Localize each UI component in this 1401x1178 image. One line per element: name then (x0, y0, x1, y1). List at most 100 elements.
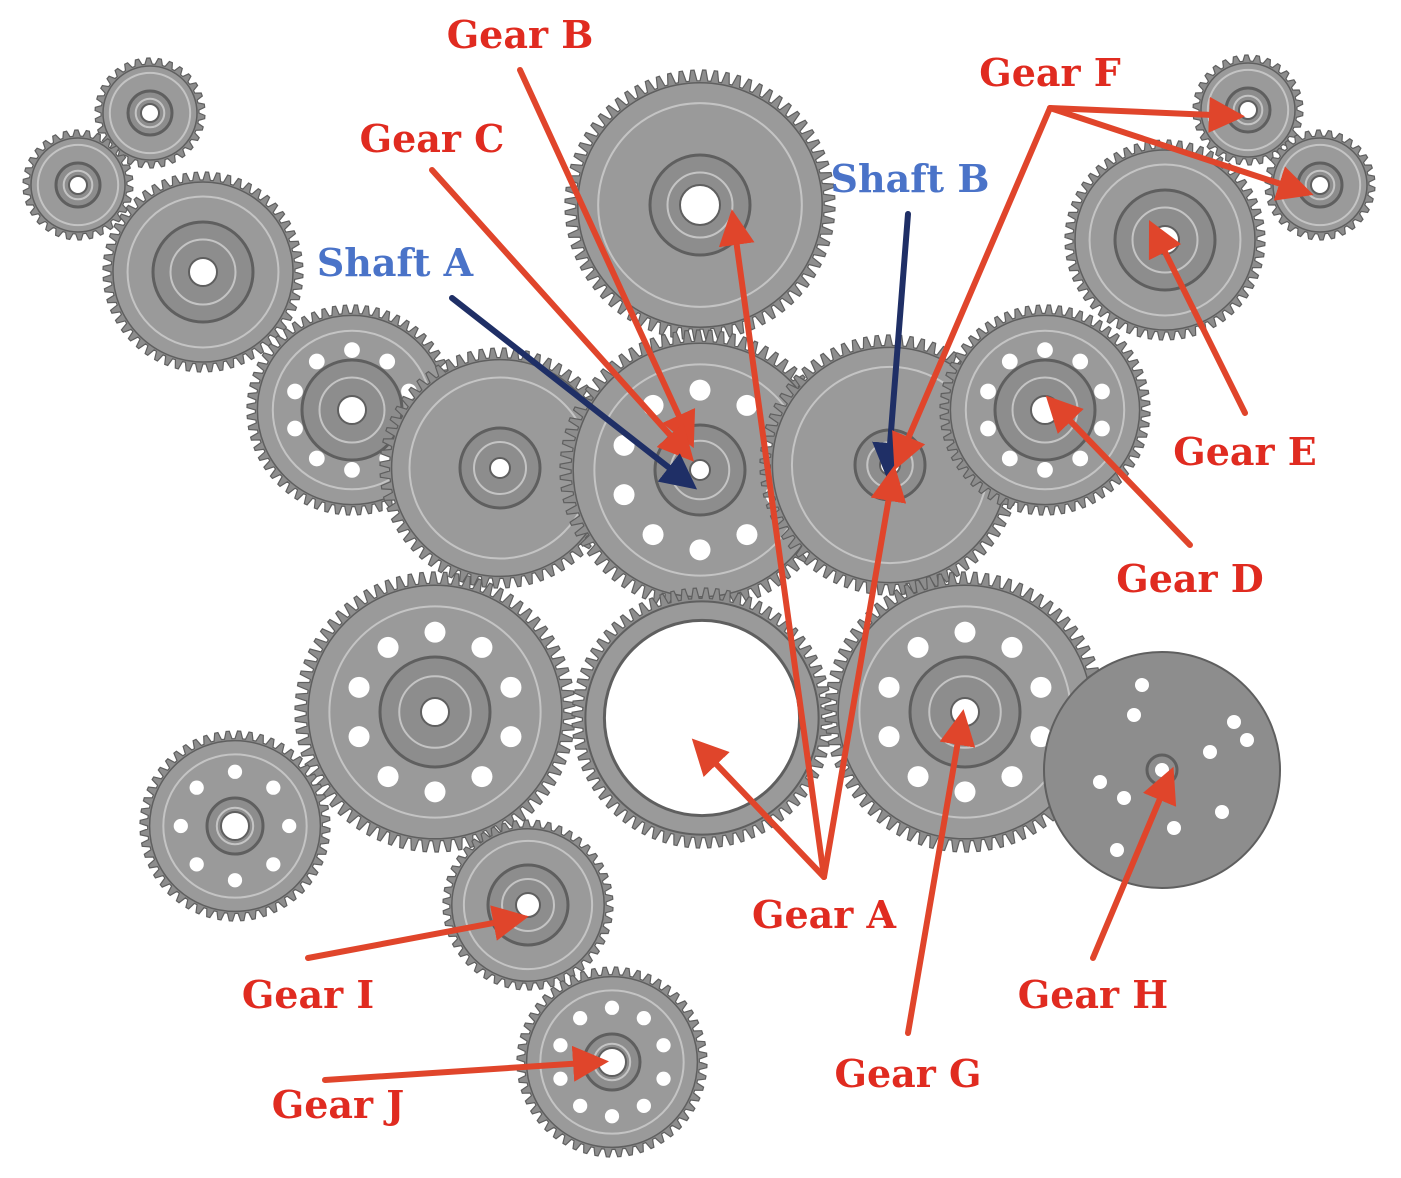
gear-rim-line (36, 143, 120, 227)
label-shaft-b: Shaft B (831, 156, 990, 201)
gear-i (442, 819, 614, 991)
lightening-hole (604, 1109, 620, 1124)
lightening-hole (471, 636, 493, 658)
lightening-hole (348, 726, 370, 748)
lightening-hole (1037, 342, 1053, 358)
plate-hole (1127, 708, 1141, 722)
lightening-hole (689, 539, 711, 561)
gear-small-top-left-1 (94, 57, 206, 169)
gear-bore (1310, 175, 1330, 195)
plate-hole (1227, 715, 1241, 729)
lightening-hole (878, 676, 900, 698)
label-gear-b: Gear B (447, 12, 594, 57)
gear-bore (140, 103, 160, 123)
lightening-hole (954, 781, 976, 803)
lightening-hole (500, 676, 522, 698)
lightening-hole (636, 1011, 651, 1026)
gear-hub-ring (928, 675, 1002, 749)
lightening-hole (980, 383, 996, 400)
gear-hub-ring (318, 376, 386, 444)
plate-hole (1240, 733, 1254, 747)
lightening-hole (907, 636, 929, 658)
lightening-hole (424, 781, 446, 803)
lightening-hole (878, 726, 900, 748)
gear-bore (489, 457, 511, 479)
gear-hub-ring (398, 675, 472, 749)
lightening-hole (636, 1098, 651, 1113)
callout-arrows (305, 67, 1314, 1083)
lightening-hole (424, 621, 446, 643)
arrow-gear-h-icon (1090, 766, 1177, 961)
lightening-hole (613, 484, 635, 506)
lightening-hole (604, 1000, 620, 1015)
gear-bore (1030, 395, 1060, 425)
arrow-shaft-b-icon (872, 211, 911, 479)
gear-center-left (379, 347, 621, 589)
arrow-shaft-a-icon (449, 295, 698, 490)
lightening-hole (656, 1071, 671, 1086)
gear-left-mid (246, 304, 458, 516)
lightening-hole (573, 1011, 588, 1026)
gear-bore (188, 257, 218, 287)
gear-bore (68, 175, 88, 195)
arrow-gear-f-2-icon (1047, 105, 1314, 201)
gear-small-top-left-2 (22, 129, 134, 241)
lightening-hole (1001, 353, 1018, 370)
gear-rim-line (126, 195, 280, 349)
lightening-hole (282, 818, 297, 834)
gear-c-shaft-a (559, 329, 841, 611)
lightening-hole (1001, 450, 1018, 467)
label-gear-e: Gear E (1173, 429, 1316, 474)
plate-hole (1093, 775, 1107, 789)
arrow-gear-j-icon (322, 1045, 609, 1083)
lightening-hole (287, 383, 303, 400)
gear-bore (515, 892, 541, 918)
lightening-hole (308, 450, 325, 467)
arrow-gear-d-icon (1045, 395, 1193, 548)
lightening-hole (189, 857, 204, 872)
label-gear-f: Gear F (979, 50, 1121, 95)
lightening-hole (642, 524, 664, 546)
lightening-hole (1072, 450, 1089, 467)
gear-rim-line (539, 989, 685, 1135)
gear-hub-ring (1131, 206, 1199, 274)
gear-bore (337, 395, 367, 425)
lightening-hole (379, 353, 396, 370)
lightening-hole (471, 766, 493, 788)
lightening-hole (573, 1098, 588, 1113)
label-gear-a: Gear A (752, 892, 897, 937)
label-gear-g: Gear G (835, 1051, 982, 1096)
arrow-gear-f-3-icon (892, 105, 1053, 471)
gear-rim-line (964, 329, 1126, 491)
gear-assembly (22, 54, 1376, 1158)
label-gear-c: Gear C (360, 116, 505, 161)
lightening-hole (1001, 766, 1023, 788)
gear-bore (689, 459, 711, 481)
gear-rim-line (1206, 68, 1290, 152)
gear-rim-line (162, 753, 308, 899)
gear-h-plate (1043, 651, 1281, 889)
arrow-gear-c-icon (429, 167, 695, 462)
arrow-gear-b-icon (517, 67, 696, 449)
gear-hub-ring (215, 806, 255, 846)
gear-hub-ring (473, 441, 527, 495)
gear-bore (679, 184, 721, 226)
lightening-hole (266, 780, 281, 795)
lightening-hole (308, 353, 325, 370)
gear-d (939, 304, 1151, 516)
ring-bore (602, 618, 802, 818)
callout-labels: Gear B Gear C Gear F Shaft A Shaft B Gea… (242, 12, 1317, 1127)
gear-rim-line (597, 102, 803, 308)
lightening-hole (1037, 462, 1053, 478)
gear-lower-left (294, 571, 576, 853)
gear-rim-line (328, 605, 542, 819)
label-gear-h: Gear H (1018, 972, 1168, 1017)
label-shaft-a: Shaft A (317, 240, 474, 285)
lightening-hole (377, 766, 399, 788)
arrow-gear-e-icon (1148, 219, 1248, 416)
lightening-hole (1001, 636, 1023, 658)
plate-hole (1215, 805, 1229, 819)
lightening-hole (1030, 676, 1052, 698)
lightening-hole (736, 524, 758, 546)
label-gear-j: Gear J (272, 1082, 404, 1127)
